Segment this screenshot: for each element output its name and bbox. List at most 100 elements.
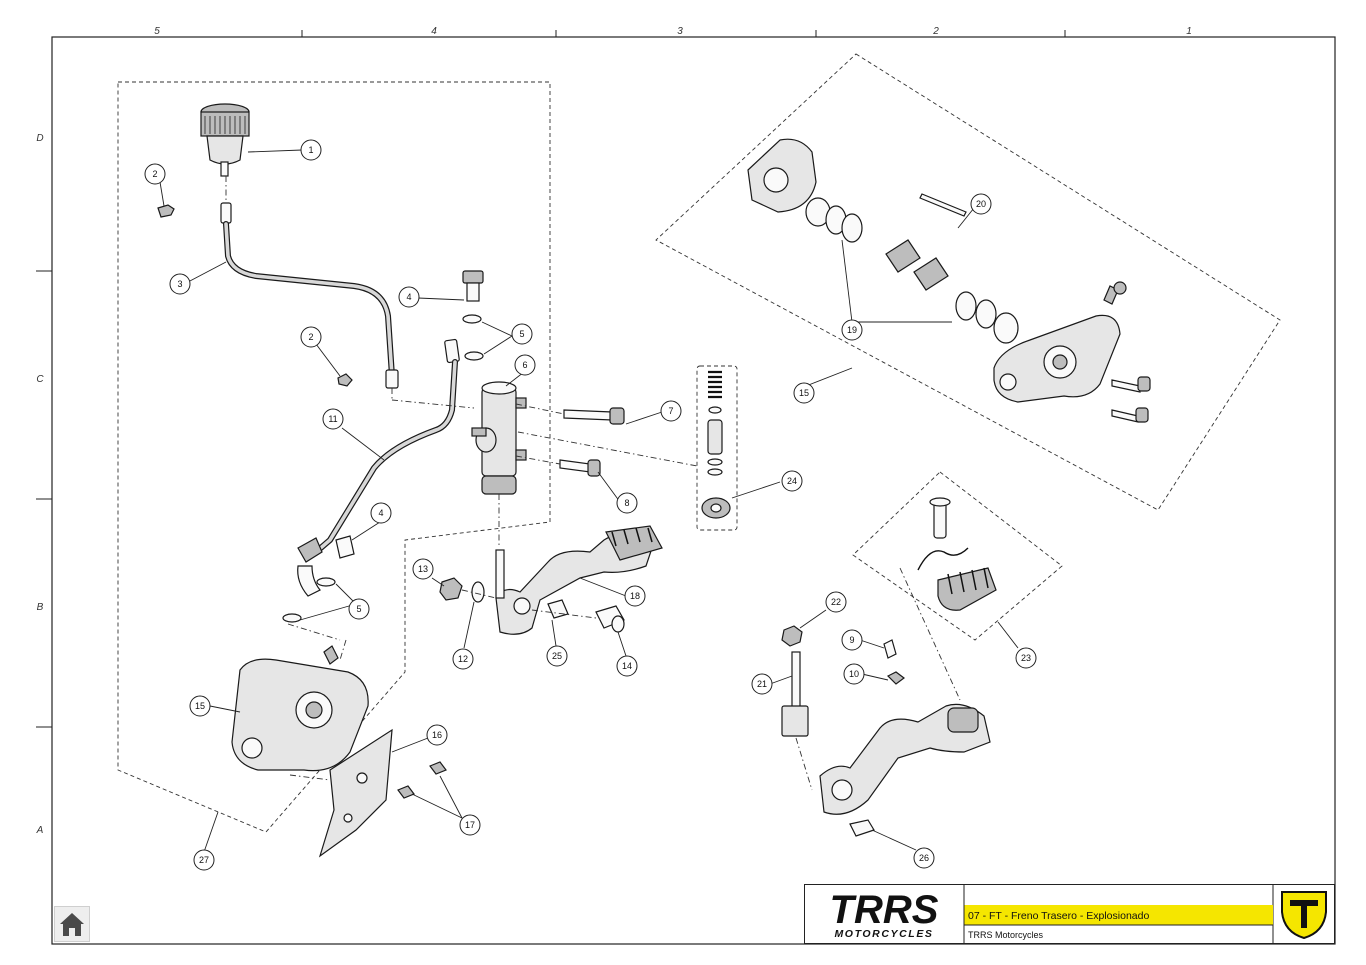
svg-text:27: 27 [199, 855, 209, 865]
callout-21: 21 [751, 673, 773, 695]
svg-text:2: 2 [152, 169, 157, 179]
callout-2-top: 2 [144, 163, 166, 185]
svg-text:3: 3 [177, 279, 182, 289]
callout-18: 18 [624, 585, 646, 607]
svg-text:14: 14 [622, 661, 632, 671]
column-label-3: 3 [677, 26, 683, 37]
home-button[interactable] [54, 906, 90, 942]
callout-25: 25 [546, 645, 568, 667]
caliper-upper-part [747, 138, 1151, 423]
pump-repair-kit-part [517, 370, 731, 519]
column-label-2: 2 [932, 26, 939, 37]
trrs-shield-icon [1281, 891, 1327, 940]
heel-guard-part [318, 728, 447, 858]
svg-text:20: 20 [976, 199, 986, 209]
pedal-linkage-part [781, 625, 991, 837]
banjo-bolt-upper-part [462, 270, 484, 361]
svg-text:15: 15 [799, 388, 809, 398]
callout-4-top: 4 [398, 286, 420, 308]
title-highlight [964, 905, 1273, 925]
svg-text:22: 22 [831, 597, 841, 607]
svg-text:2: 2 [308, 332, 313, 342]
callout-15-low: 15 [189, 695, 211, 717]
callout-11: 11 [322, 408, 344, 430]
callout-9: 9 [841, 629, 863, 651]
svg-text:24: 24 [787, 476, 797, 486]
callout-5-top: 5 [511, 323, 533, 345]
svg-text:12: 12 [458, 654, 468, 664]
column-label-4: 4 [431, 26, 437, 37]
column-label-1: 1 [1186, 26, 1192, 37]
mount-bolts-part [515, 403, 625, 477]
callout-20: 20 [970, 193, 992, 215]
callout-13: 13 [412, 558, 434, 580]
svg-text:11: 11 [328, 414, 337, 424]
brake-lever-part [495, 525, 663, 635]
callout-16: 16 [426, 724, 448, 746]
group-outline-pedal-tip [852, 471, 1063, 641]
svg-text:6: 6 [522, 360, 527, 370]
reservoir-hose-part [220, 202, 399, 389]
row-label-c: C [36, 374, 44, 385]
logo-wordmark: TRRS [830, 888, 939, 932]
callout-3: 3 [169, 273, 191, 295]
caliper-lower-part [231, 645, 369, 772]
row-label-b: B [37, 602, 44, 613]
svg-text:15: 15 [195, 701, 205, 711]
svg-text:5: 5 [519, 329, 524, 339]
svg-text:18: 18 [630, 591, 640, 601]
svg-text:16: 16 [432, 730, 442, 740]
callout-4-low: 4 [370, 502, 392, 524]
svg-text:4: 4 [406, 292, 411, 302]
callout-5-low: 5 [348, 598, 370, 620]
svg-text:25: 25 [552, 651, 562, 661]
callout-27: 27 [193, 849, 215, 871]
callout-19: 19 [841, 319, 863, 341]
group-outline-brake-pump [117, 81, 551, 833]
svg-text:10: 10 [849, 669, 859, 679]
callout-14: 14 [616, 655, 638, 677]
reservoir-part [200, 103, 250, 177]
title-block: TRRS MOTORCYCLES 07 - FT - Freno Trasero… [804, 884, 1335, 944]
callout-2-mid: 2 [300, 326, 322, 348]
home-icon [60, 913, 84, 936]
group-outline-pump-kit [696, 365, 738, 531]
svg-text:4: 4 [378, 508, 383, 518]
svg-text:8: 8 [624, 498, 629, 508]
callout-1: 1 [300, 139, 322, 161]
callout-22: 22 [825, 591, 847, 613]
callout-7: 7 [660, 400, 682, 422]
master-cylinder-part [471, 381, 527, 548]
group-outline-caliper-set [655, 53, 1281, 511]
svg-text:23: 23 [1021, 653, 1031, 663]
callout-15-top: 15 [793, 382, 815, 404]
callout-6: 6 [514, 354, 536, 376]
svg-text:13: 13 [418, 564, 428, 574]
row-label-a: A [36, 825, 44, 836]
svg-text:19: 19 [847, 325, 857, 335]
pivot-hardware-part [439, 577, 625, 633]
logo-subtitle: MOTORCYCLES [834, 928, 933, 940]
callout-8: 8 [616, 492, 638, 514]
callout-10: 10 [843, 663, 865, 685]
callout-23: 23 [1015, 647, 1037, 669]
pedal-tip-part [917, 497, 997, 611]
svg-text:7: 7 [668, 406, 673, 416]
hose-clip-part [157, 204, 353, 387]
column-label-5: 5 [154, 26, 160, 37]
callout-12: 12 [452, 648, 474, 670]
svg-text:1: 1 [308, 145, 313, 155]
brake-hose-part [297, 338, 460, 597]
svg-text:21: 21 [757, 679, 767, 689]
assembly-lines [225, 176, 961, 781]
row-label-d: D [36, 133, 43, 144]
svg-text:5: 5 [356, 604, 361, 614]
callout-24: 24 [781, 470, 803, 492]
svg-text:17: 17 [465, 820, 475, 830]
banjo-bolt-lower-part [282, 535, 355, 623]
company-name: TRRS Motorcycles [968, 930, 1044, 940]
callout-leaders [159, 149, 1019, 853]
svg-text:9: 9 [849, 635, 854, 645]
drawing-frame [36, 30, 1336, 945]
